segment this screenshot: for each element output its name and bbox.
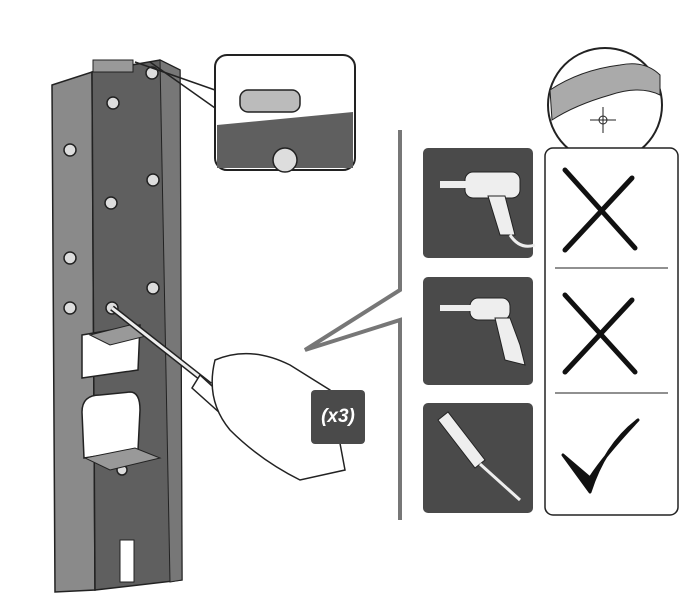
- hinge-detail-callout: [134, 54, 356, 173]
- verdict-column: [544, 147, 679, 516]
- screw-holes: [63, 66, 160, 476]
- hand-with-screwdriver: [110, 305, 346, 481]
- corded-drill-icon: [440, 171, 536, 248]
- tool-cordless-screwdriver: [423, 277, 533, 385]
- wall-surface-detail: [547, 47, 663, 163]
- tool-corded-drill: [423, 148, 536, 258]
- tool-manual-screwdriver: [423, 403, 533, 513]
- callout-pointer: [303, 130, 402, 520]
- wall-panel: [51, 59, 183, 593]
- cross-icon: [562, 167, 638, 253]
- cross-icon: [562, 292, 638, 375]
- cordless-screwdriver-icon: [440, 297, 526, 366]
- check-icon: [561, 418, 640, 494]
- quantity-badge: (x3): [311, 390, 365, 444]
- manual-screwdriver-icon: [437, 411, 522, 502]
